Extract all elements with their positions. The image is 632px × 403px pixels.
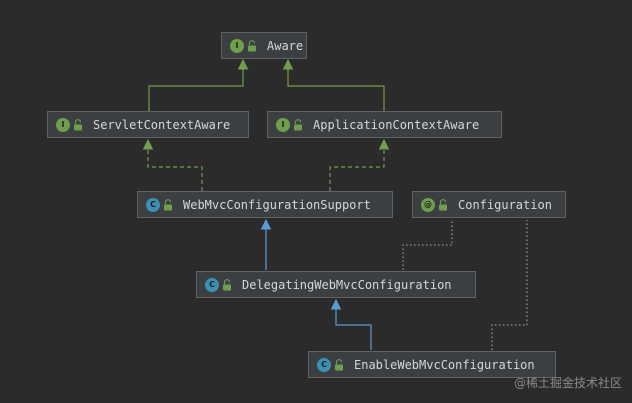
edge-enable-to-configuration bbox=[491, 220, 528, 350]
interface-icon: I bbox=[276, 117, 290, 132]
unlocked-icon bbox=[439, 198, 447, 210]
node-enable-web-mvc-configuration[interactable]: C EnableWebMvcConfiguration bbox=[308, 351, 556, 378]
annotation-icon: @ bbox=[421, 197, 435, 212]
unlocked-icon bbox=[223, 278, 231, 290]
edge-application-context-aware-to-aware bbox=[282, 58, 385, 111]
node-delegating-web-mvc-configuration[interactable]: C DelegatingWebMvcConfiguration bbox=[196, 271, 476, 298]
node-label: Configuration bbox=[458, 197, 552, 212]
edge-enable-to-delegating bbox=[330, 298, 372, 350]
node-configuration[interactable]: @ Configuration bbox=[412, 191, 566, 218]
unlocked-icon bbox=[164, 198, 172, 210]
edge-delegating-to-configuration bbox=[402, 220, 453, 270]
node-label: ApplicationContextAware bbox=[313, 117, 480, 132]
unlocked-icon bbox=[335, 358, 343, 370]
edge-web-mvc-configuration-support-to-servlet-context-aware bbox=[142, 138, 203, 191]
unlocked-icon bbox=[294, 118, 302, 130]
watermark: @稀土掘金技术社区 bbox=[513, 376, 622, 390]
class-icon: C bbox=[146, 197, 160, 212]
class-icon: C bbox=[317, 357, 331, 372]
interface-icon: I bbox=[230, 38, 244, 53]
node-application-context-aware[interactable]: I ApplicationContextAware bbox=[267, 111, 502, 138]
edge-web-mvc-configuration-support-to-application-context-aware bbox=[329, 138, 390, 191]
node-label: Aware bbox=[267, 38, 304, 53]
node-aware[interactable]: I Aware bbox=[221, 32, 307, 59]
node-label: EnableWebMvcConfiguration bbox=[354, 357, 535, 372]
node-label: ServletContextAware bbox=[93, 117, 231, 132]
unlocked-icon bbox=[248, 39, 256, 51]
unlocked-icon bbox=[74, 118, 82, 130]
edge-servlet-context-aware-to-aware bbox=[148, 58, 249, 111]
interface-icon: I bbox=[56, 117, 70, 132]
node-label: DelegatingWebMvcConfiguration bbox=[242, 277, 452, 292]
node-servlet-context-aware[interactable]: I ServletContextAware bbox=[47, 111, 249, 138]
class-icon: C bbox=[205, 277, 219, 292]
node-label: WebMvcConfigurationSupport bbox=[183, 197, 371, 212]
node-web-mvc-configuration-support[interactable]: C WebMvcConfigurationSupport bbox=[137, 191, 393, 218]
